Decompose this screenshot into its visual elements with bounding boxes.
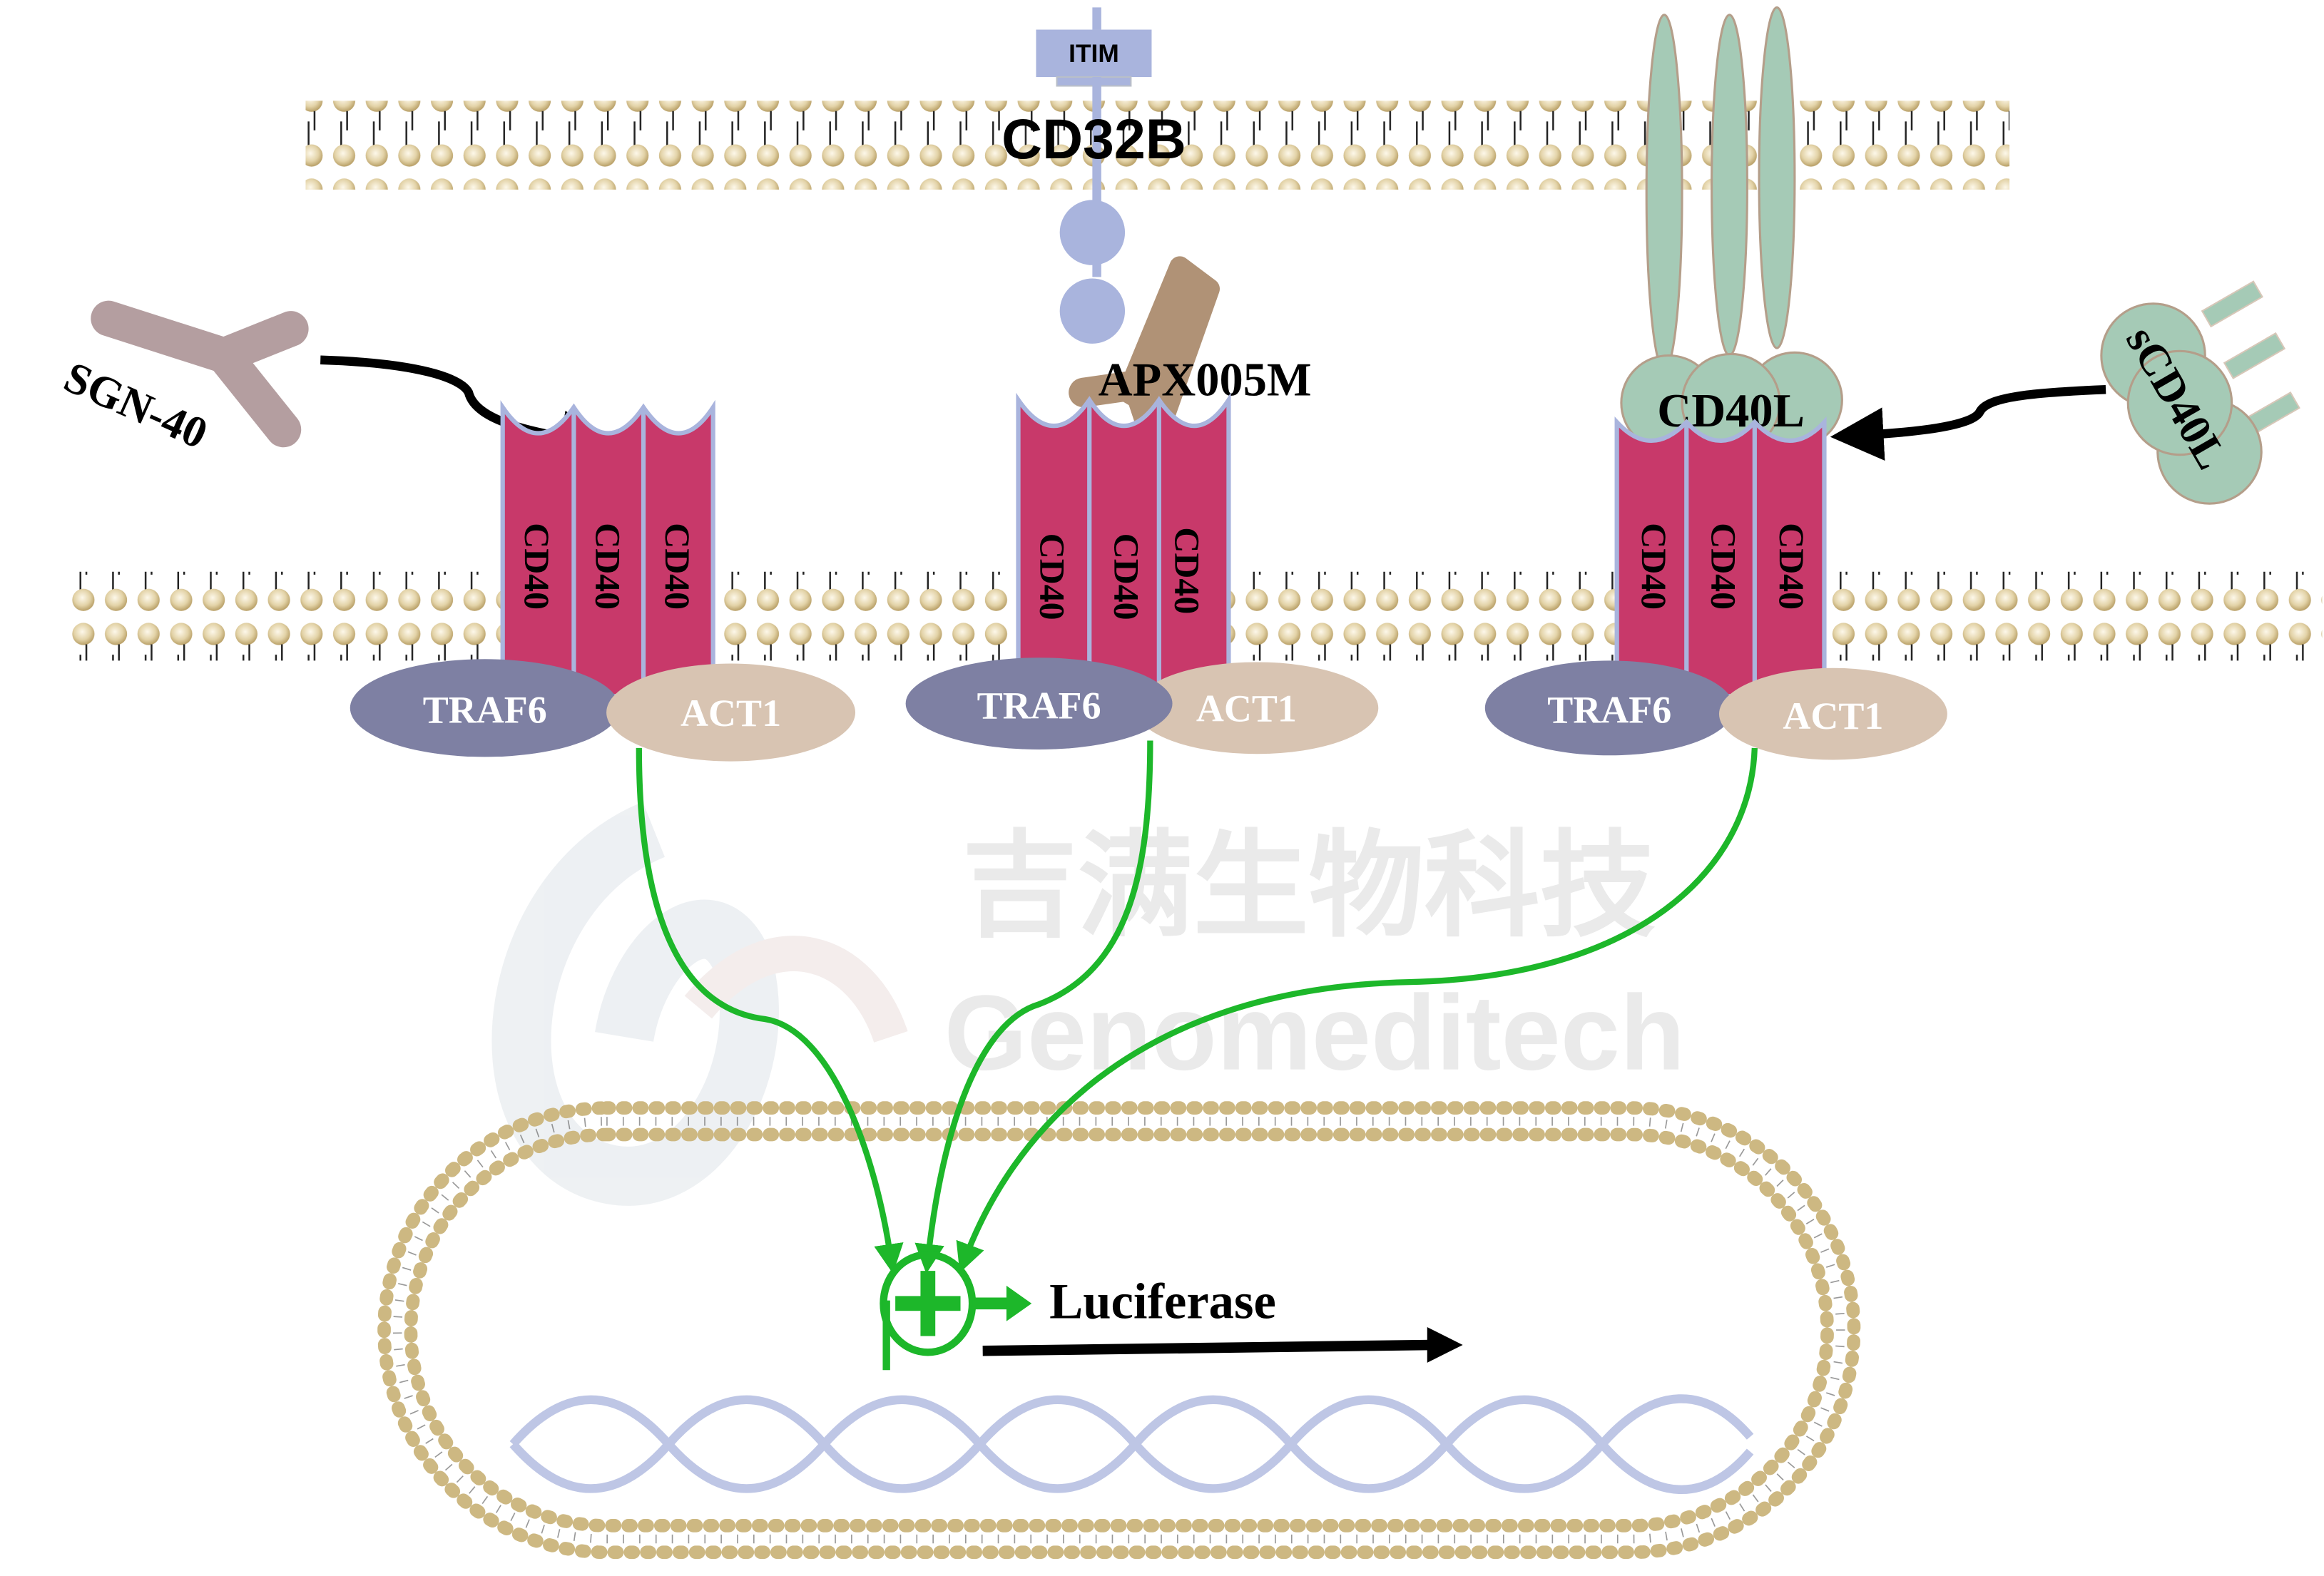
traf6-label: TRAF6 [423,689,547,732]
cd40-label: CD40 [1033,533,1072,620]
luciferase-label: Luciferase [1049,1274,1276,1330]
cd40-label: CD40 [588,523,628,610]
promoter-icon [880,1251,1032,1371]
watermark-logo [491,802,779,1206]
traf6-label: TRAF6 [1547,689,1671,732]
dna-helix-icon [509,1394,1754,1495]
act1-adaptor [1718,667,1947,760]
apx005m-label: APX005M [1099,354,1312,406]
cd32b-receptor: ITIM CD32B [1002,7,1186,344]
scd40l-ligand: sCD40L [2100,280,2300,505]
transcription-arrow [982,1327,1463,1363]
sgn40-antibody-icon [91,300,309,448]
cd40-trimer-3: CD40 CD40 CD40 TRAF6 ACT1 [1484,416,1947,760]
scd40l-arrow [1830,385,2106,461]
signaling-paths [636,740,1758,1274]
cd40-label: CD40 [1704,523,1743,610]
watermark: 吉满生物科技 Genomeditech [491,802,1685,1206]
cd40-label: CD40 [517,523,556,610]
traf6-adaptor [1484,660,1734,756]
act1-adaptor [606,663,856,762]
cd40l-ligand: CD40L [1620,6,1843,454]
act1-label: ACT1 [1783,695,1883,737]
cd40-label: CD40 [658,523,697,610]
cd40-label: CD40 [1634,523,1673,610]
cd40-trimer-1: CD40 CD40 CD40 TRAF6 ACT1 [350,399,856,762]
act1-adaptor [1135,662,1379,754]
watermark-cn: 吉满生物科技 [962,819,1656,953]
cd40-label: CD40 [1168,527,1207,614]
traf6-adaptor [905,657,1173,749]
cd40-trimer-2: CD40 CD40 CD40 TRAF6 ACT1 [905,392,1379,754]
cd40-label: CD40 [1772,523,1811,610]
itim-label: ITIM [1069,40,1119,68]
cd32b-label: CD32B [1002,108,1186,170]
act1-label: ACT1 [681,692,781,735]
sgn40-label: SGN-40 [57,352,215,459]
traf6-adaptor [350,659,620,757]
act1-label: ACT1 [1196,687,1297,730]
sgn40-arrow [320,355,613,464]
cd40-label: CD40 [1107,533,1146,620]
nucleus [377,1101,1861,1560]
traf6-label: TRAF6 [977,684,1101,727]
